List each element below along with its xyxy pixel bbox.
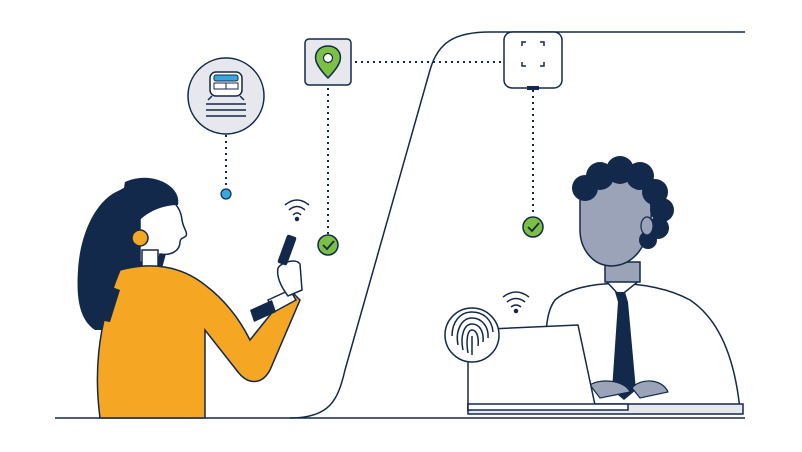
laptop (467, 324, 629, 411)
fingerprint-icon (444, 307, 500, 363)
train-connector-dot (220, 188, 232, 200)
checkmark-icon (522, 216, 544, 238)
location-pin-icon (304, 38, 352, 86)
checkmark-icon (317, 234, 339, 256)
woman-figure (77, 177, 303, 419)
wifi-icon (284, 199, 310, 222)
wifi-icon (502, 291, 530, 314)
train-icon (187, 57, 265, 135)
glass-partition (289, 31, 745, 419)
scanner-icon (503, 31, 563, 90)
man-figure (545, 156, 741, 411)
